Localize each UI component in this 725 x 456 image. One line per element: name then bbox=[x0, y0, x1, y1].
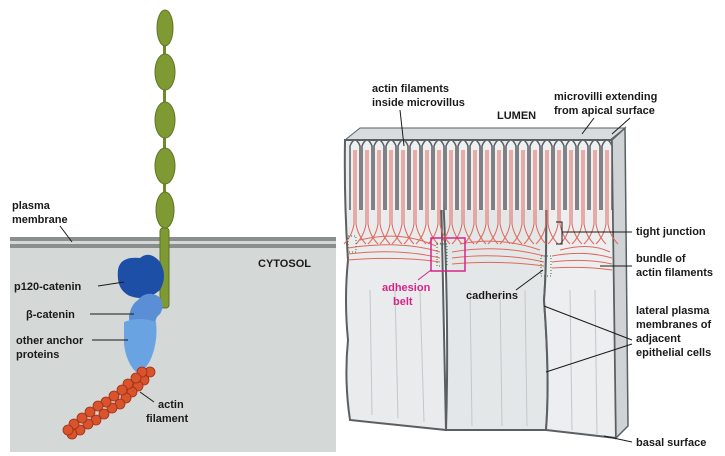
leader-cadherins bbox=[515, 269, 544, 291]
label-lateral-line2: membranes of bbox=[636, 319, 712, 331]
actin-bead bbox=[92, 400, 104, 412]
cell-left bbox=[343, 139, 448, 432]
actin-bead bbox=[108, 390, 120, 402]
microvillus bbox=[379, 139, 403, 245]
epithelial-cells bbox=[343, 126, 629, 440]
actin-bead bbox=[76, 412, 88, 424]
plasma-membrane-outer bbox=[10, 237, 336, 241]
microvillus bbox=[343, 139, 367, 245]
label-p120-catenin: p120-catenin bbox=[14, 281, 82, 293]
microvillus bbox=[559, 139, 583, 245]
label-microvilli-line2: from apical surface bbox=[554, 105, 655, 117]
microvillus bbox=[583, 139, 607, 245]
plasma-membrane-inner bbox=[10, 244, 336, 248]
actin-bead bbox=[98, 408, 110, 420]
label-actin-line2: filament bbox=[146, 413, 189, 425]
actin-bundle bbox=[347, 235, 613, 271]
cytosol-region bbox=[10, 240, 336, 452]
leader-microvilli-2 bbox=[611, 117, 631, 135]
label-bundle-line1: bundle of bbox=[636, 253, 686, 265]
microvillus bbox=[535, 139, 559, 245]
label-other-anchor-line1: other anchor bbox=[16, 335, 84, 347]
microvilli bbox=[343, 139, 619, 245]
microvillus bbox=[475, 139, 499, 245]
leader-basal bbox=[603, 435, 633, 443]
microvillus bbox=[367, 139, 391, 245]
microvillus bbox=[403, 139, 427, 245]
p120-catenin-shape bbox=[117, 254, 164, 298]
leader-plasma-membrane bbox=[59, 225, 73, 243]
microvillus bbox=[463, 139, 487, 245]
microvillus bbox=[499, 139, 523, 245]
label-plasma-membrane-line2: membrane bbox=[12, 214, 68, 226]
leader-microvilli-1 bbox=[581, 117, 595, 135]
label-lateral-line3: adjacent bbox=[636, 333, 681, 345]
label-cadherins: cadherins bbox=[466, 290, 518, 302]
adhesion-complex-panel: plasma membrane CYTOSOL p120-catenin β-c… bbox=[10, 9, 336, 452]
actin-bead bbox=[62, 424, 74, 436]
cadherin-molecule bbox=[154, 9, 176, 309]
microvillus bbox=[355, 139, 379, 245]
leader-p120 bbox=[97, 281, 125, 287]
label-tight-junction: tight junction bbox=[636, 226, 706, 238]
actin-bead bbox=[84, 406, 96, 418]
leader-adhesion-belt bbox=[417, 269, 432, 281]
microvillus bbox=[511, 139, 535, 245]
label-beta-catenin: β-catenin bbox=[26, 309, 75, 321]
label-lateral-line1: lateral plasma bbox=[636, 305, 710, 317]
label-bundle-line2: actin filaments bbox=[636, 267, 713, 279]
actin-bead bbox=[130, 372, 142, 384]
microvillus bbox=[415, 139, 439, 245]
anchor-protein-shape bbox=[124, 319, 157, 372]
label-lumen: LUMEN bbox=[497, 110, 536, 122]
adhesion-belt-box bbox=[430, 237, 466, 272]
label-lateral-line4: epithelial cells bbox=[636, 347, 711, 359]
leader-lateral-2 bbox=[545, 343, 633, 373]
actin-filament bbox=[62, 366, 156, 440]
bracket-tight-junction bbox=[556, 221, 632, 245]
microvillus bbox=[571, 139, 595, 245]
label-actin-line1: actin bbox=[158, 399, 184, 411]
epithelium-panel: actin filaments inside microvillus LUMEN… bbox=[343, 83, 713, 449]
cadherin-junctions bbox=[347, 235, 552, 277]
label-actin-inside-line1: actin filaments bbox=[372, 83, 449, 95]
label-actin-inside-line2: inside microvillus bbox=[372, 97, 465, 109]
label-adhesion-belt-line1: adhesion bbox=[382, 282, 431, 294]
microvillus bbox=[523, 139, 547, 245]
leader-lateral-1 bbox=[543, 305, 633, 341]
label-adhesion-belt-line2: belt bbox=[393, 296, 413, 308]
microvillus bbox=[451, 139, 475, 245]
microvillus bbox=[547, 139, 571, 245]
leader-actin-inside bbox=[399, 109, 405, 147]
label-other-anchor-line2: proteins bbox=[16, 349, 59, 361]
label-plasma-membrane-line1: plasma bbox=[12, 200, 51, 212]
actin-bead bbox=[116, 384, 128, 396]
microvillus bbox=[595, 139, 619, 245]
leader-actin bbox=[139, 391, 155, 403]
label-basal-surface: basal surface bbox=[636, 437, 706, 449]
label-cytosol: CYTOSOL bbox=[258, 258, 311, 270]
label-microvilli-line1: microvilli extending bbox=[554, 91, 657, 103]
microvillus bbox=[427, 139, 451, 245]
microvillus bbox=[439, 139, 463, 245]
